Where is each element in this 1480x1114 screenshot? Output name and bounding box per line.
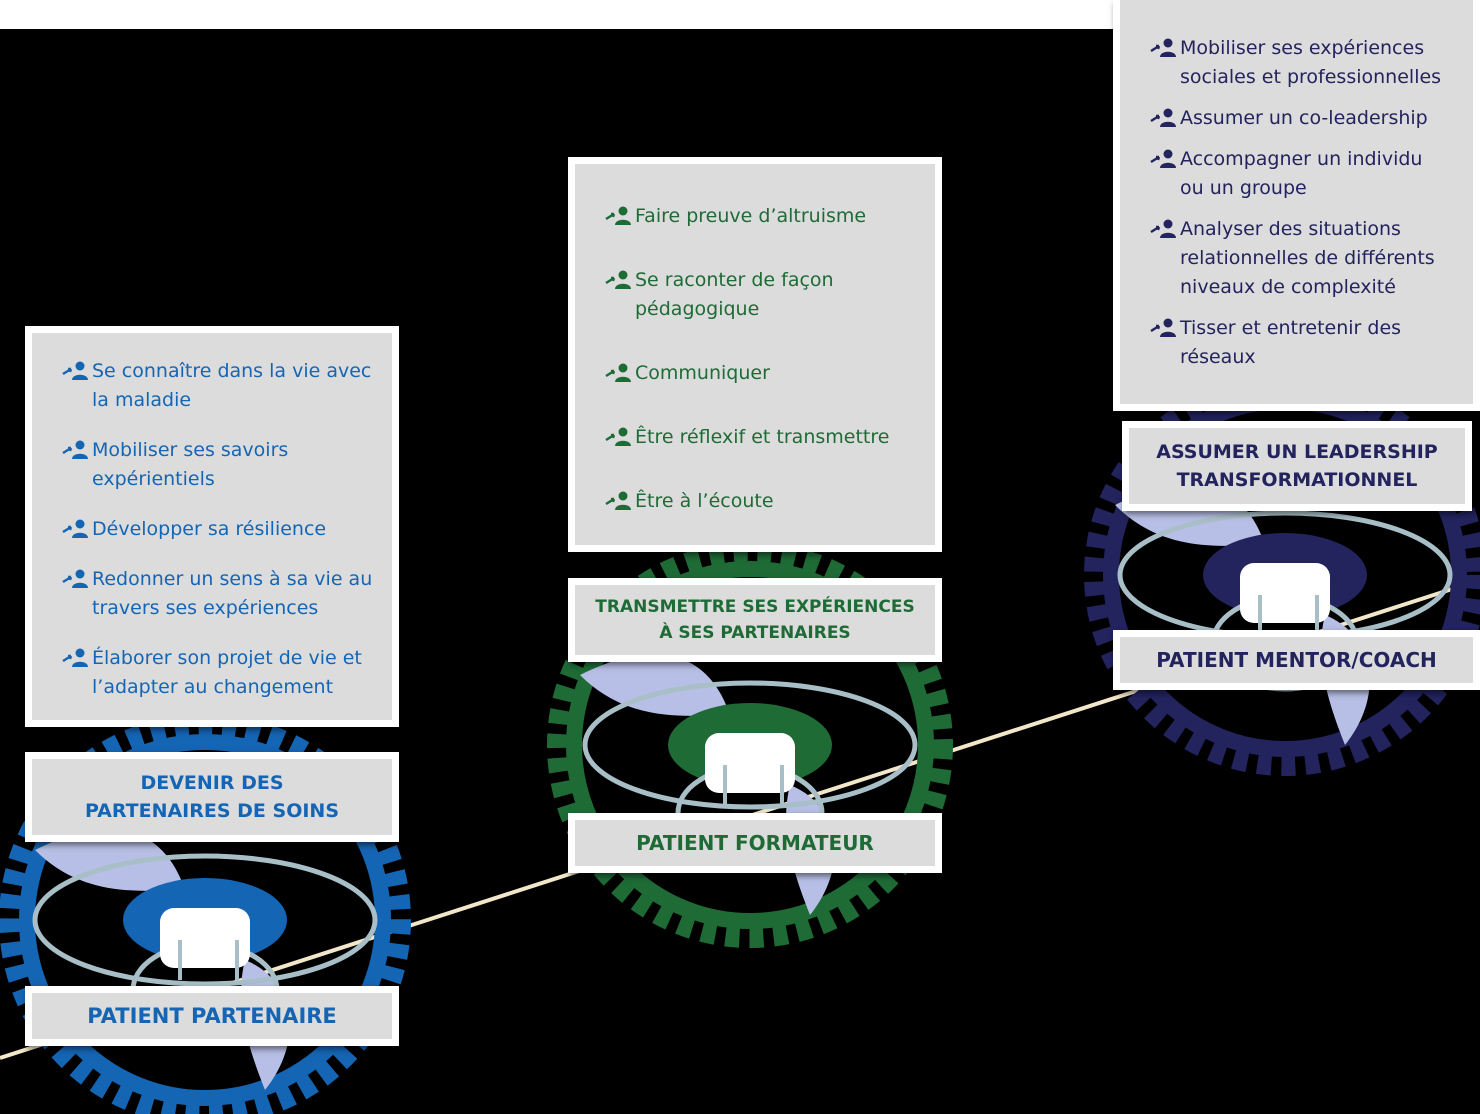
competency-list-2: Faire preuve d’altruisme Se raconter de … <box>605 202 921 516</box>
list-item-text: Mobiliser ses savoirs expérientiels <box>92 439 289 490</box>
list-item: Redonner un sens à sa vie au travers ses… <box>62 565 378 623</box>
list-item-text: Élaborer son projet de vie et l’adapter … <box>92 647 362 698</box>
person-arrow-icon <box>1150 219 1176 238</box>
list-item-text: Être réflexif et transmettre <box>635 426 890 448</box>
list-item: Élaborer son projet de vie et l’adapter … <box>62 644 378 702</box>
role-text: PATIENT FORMATEUR <box>636 831 874 855</box>
person-arrow-icon <box>62 569 88 588</box>
list-item: Analyser des situations relationnelles d… <box>1150 215 1463 302</box>
list-item: Mobiliser ses expériences sociales et pr… <box>1150 34 1463 92</box>
person-arrow-icon <box>1150 108 1176 127</box>
goal-label-1: DEVENIR DES PARTENAIRES DE SOINS <box>25 752 399 842</box>
list-item: Développer sa résilience <box>62 515 378 544</box>
person-arrow-icon <box>1150 318 1176 337</box>
role-label-2: PATIENT FORMATEUR <box>568 813 942 873</box>
list-item: Mobiliser ses savoirs expérientiels <box>62 436 378 494</box>
goal-label-2: TRANSMETTRE SES EXPÉRIENCES À SES PARTEN… <box>568 578 942 662</box>
list-item: Tisser et entretenir des réseaux <box>1150 314 1463 372</box>
competency-list-3: Mobiliser ses expériences sociales et pr… <box>1150 34 1463 372</box>
list-item: Se connaître dans la vie avec la maladie <box>62 357 378 415</box>
person-arrow-icon <box>605 363 631 382</box>
person-arrow-icon <box>605 206 631 225</box>
person-arrow-icon <box>1150 149 1176 168</box>
competency-list-1: Se connaître dans la vie avec la maladie… <box>62 357 378 702</box>
role-label-3: PATIENT MENTOR/COACH <box>1113 630 1480 690</box>
competency-box-2: Faire preuve d’altruisme Se raconter de … <box>568 157 942 552</box>
role-label-1: PATIENT PARTENAIRE <box>25 986 399 1046</box>
role-text: PATIENT MENTOR/COACH <box>1156 648 1437 672</box>
role-text: PATIENT PARTENAIRE <box>87 1004 337 1028</box>
list-item-text: Accompagner un individu ou un groupe <box>1180 148 1423 199</box>
goal-text: TRANSMETTRE SES EXPÉRIENCES À SES PARTEN… <box>595 597 915 643</box>
list-item: Être à l’écoute <box>605 487 921 516</box>
list-item-text: Communiquer <box>635 362 770 384</box>
list-item: Communiquer <box>605 359 921 388</box>
list-item-text: Se connaître dans la vie avec la maladie <box>92 360 372 411</box>
person-arrow-icon <box>605 427 631 446</box>
list-item: Accompagner un individu ou un groupe <box>1150 145 1463 203</box>
person-arrow-icon <box>62 440 88 459</box>
person-arrow-icon <box>62 361 88 380</box>
goal-text: DEVENIR DES PARTENAIRES DE SOINS <box>84 772 340 822</box>
list-item-text: Mobiliser ses expériences sociales et pr… <box>1180 37 1442 88</box>
person-arrow-icon <box>1150 38 1176 57</box>
list-item: Faire preuve d’altruisme <box>605 202 921 231</box>
goal-label-3: ASSUMER UN LEADERSHIP TRANSFORMATIONNEL <box>1122 421 1472 511</box>
person-arrow-icon <box>605 270 631 289</box>
person-arrow-icon <box>62 519 88 538</box>
person-arrow-icon <box>605 491 631 510</box>
list-item: Être réflexif et transmettre <box>605 423 921 452</box>
list-item-text: Assumer un co-leadership <box>1180 107 1428 129</box>
competency-box-1: Se connaître dans la vie avec la maladie… <box>25 326 399 727</box>
list-item-text: Développer sa résilience <box>92 518 327 540</box>
list-item: Se raconter de façon pédagogique <box>605 266 921 324</box>
list-item-text: Faire preuve d’altruisme <box>635 205 867 227</box>
list-item-text: Se raconter de façon pédagogique <box>635 269 834 320</box>
list-item-text: Être à l’écoute <box>635 490 774 512</box>
gear-icon <box>1084 374 1480 776</box>
competency-box-3: Mobiliser ses expériences sociales et pr… <box>1113 0 1480 411</box>
list-item-text: Tisser et entretenir des réseaux <box>1180 317 1402 368</box>
list-item: Assumer un co-leadership <box>1150 104 1463 133</box>
list-item-text: Analyser des situations relationnelles d… <box>1180 218 1435 298</box>
person-arrow-icon <box>62 648 88 667</box>
goal-text: ASSUMER UN LEADERSHIP TRANSFORMATIONNEL <box>1156 441 1438 491</box>
list-item-text: Redonner un sens à sa vie au travers ses… <box>92 568 373 619</box>
